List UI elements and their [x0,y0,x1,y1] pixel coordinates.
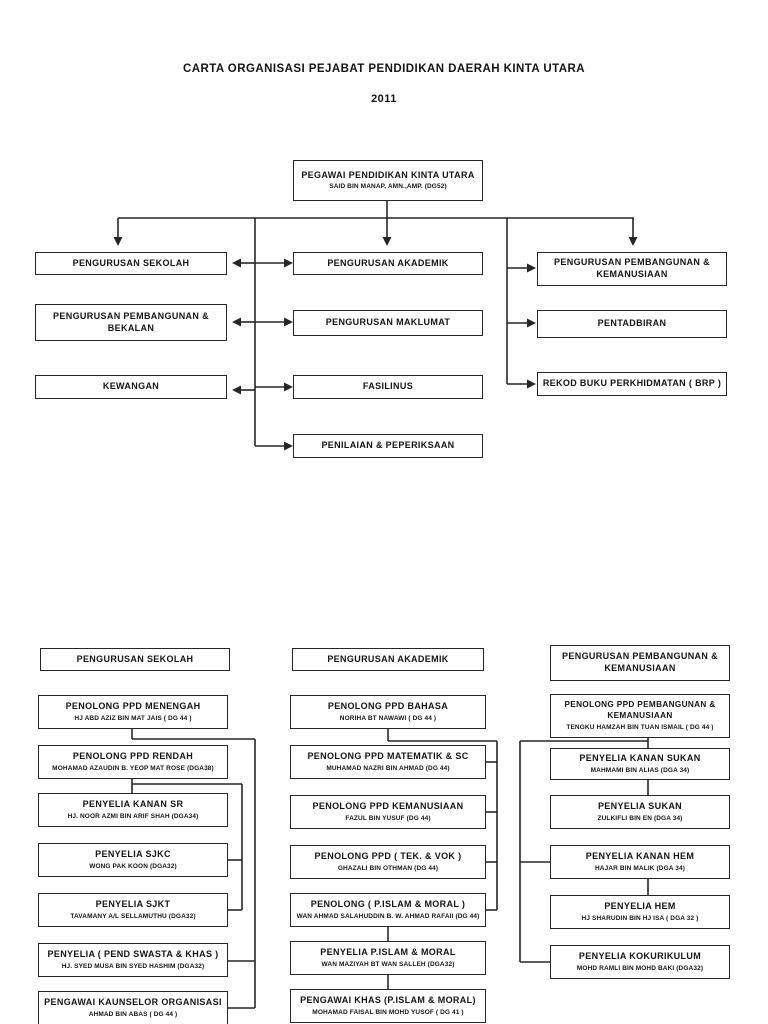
position-title: PENGAWAI KHAS (P.ISLAM & MORAL) [300,995,476,1006]
unit-label: PENGURUSAN AKADEMIK [327,257,449,268]
person-name: MOHAMAD FAISAL BIN MOHD YUSOF ( DG 41 ) [312,1008,464,1016]
person-name: HJ. SYED MUSA BIN SYED HASHIM (DGA32) [61,962,205,970]
org-box-root: PEGAWAI PENDIDIKAN KINTA UTARA SAID BIN … [293,160,483,201]
person-name: AHMAD BIN ABAS ( DG 44 ) [88,1010,178,1018]
org-box-unit-rekod-brp: REKOD BUKU PERKHIDMATAN ( BRP ) [537,372,727,396]
org-box-unit-kewangan: KEWANGAN [35,375,227,399]
unit-label: PENGURUSAN PEMBANGUNAN & KEMANUSIAAN [554,257,710,279]
person-name: WAN AHMAD SALAHUDDIN B. W. AHMAD RAFAII … [296,912,480,920]
person-name: HJ. NOOR AZMI BIN ARIF SHAH (DGA34) [67,812,199,820]
person-name: SAID BIN MANAP, AMN.,AMP. (DG52) [329,183,447,191]
section-header-akademik: PENGURUSAN AKADEMIK [292,648,484,671]
person-name: ZULKIFLI BIN EN (DGA 34) [597,814,683,822]
position-title: PENOLONG ( P.ISLAM & MORAL ) [310,899,466,910]
position-title: PENYELIA KOKURIKULUM [578,951,702,962]
position-title: PENYELIA KANAN HEM [585,851,695,862]
position-title: PENYELIA SJKC [95,849,171,860]
unit-label: PENGURUSAN PEMBANGUNAN & BEKALAN [53,310,209,333]
person-name: GHAZALI BIN OTHMAN (DG 44) [337,864,439,872]
page-title: CARTA ORGANISASI PEJABAT PENDIDIKAN DAER… [182,63,586,75]
person-name: NORIHA BT NAWAWI ( DG 44 ) [339,714,437,722]
page-year: 2011 [371,93,397,105]
position-title: PENYELIA ( PEND SWASTA & KHAS ) [47,949,219,960]
unit-label: PENGURUSAN MAKLUMAT [325,317,451,328]
position-title: PENOLONG PPD MENENGAH [65,701,201,712]
org-box-kaunselor-organisasi: PENGAWAI KAUNSELOR ORGANISASI AHMAD BIN … [38,991,228,1024]
position-title: PENOLONG PPD KEMANUSIAAN [312,801,464,812]
section-header-pembangunan: PENGURUSAN PEMBANGUNAN & KEMANUSIAAN [550,645,730,681]
position-title: PENYELIA KANAN SUKAN [579,753,701,764]
position-title: PENYELIA P.ISLAM & MORAL [320,947,456,958]
org-box-unit-pembangunan-kemanusiaan: PENGURUSAN PEMBANGUNAN & KEMANUSIAAN [537,252,727,286]
person-name: HJ ABD AZIZ BIN MAT JAIS ( DG 44 ) [74,714,192,722]
org-box-penolong-pislam-moral: PENOLONG ( P.ISLAM & MORAL ) WAN AHMAD S… [290,893,486,927]
position-title: PENOLONG PPD PEMBANGUNAN & KEMANUSIAAN [564,700,716,720]
unit-label: PENTADBIRAN [597,318,667,329]
unit-label: REKOD BUKU PERKHIDMATAN ( BRP ) [542,378,722,389]
position-title: PENOLONG PPD RENDAH [72,751,194,762]
org-box-penyelia-swasta-khas: PENYELIA ( PEND SWASTA & KHAS ) HJ. SYED… [38,943,228,977]
org-box-penyelia-hem: PENYELIA HEM HJ SHARUDIN BIN HJ ISA ( DG… [550,895,730,929]
person-name: HJ SHARUDIN BIN HJ ISA ( DGA 32 ) [581,914,699,922]
person-name: WAN MAZIYAH BT WAN SALLEH (DGA32) [321,960,455,968]
org-box-ppd-matematik-sc: PENOLONG PPD MATEMATIK & SC MUHAMAD NAZR… [290,745,486,779]
org-box-unit-pembangunan-bekalan: PENGURUSAN PEMBANGUNAN & BEKALAN [35,304,227,341]
person-name: FAZUL BIN YUSUF (DG 44) [345,814,431,822]
unit-label: KEWANGAN [102,381,160,392]
org-box-penyelia-sukan: PENYELIA SUKAN ZULKIFLI BIN EN (DGA 34) [550,795,730,829]
org-box-ppd-tek-vok: PENOLONG PPD ( TEK. & VOK ) GHAZALI BIN … [290,845,486,879]
position-title: PENOLONG PPD ( TEK. & VOK ) [314,851,462,862]
position-title: PENYELIA SJKT [95,899,171,910]
org-box-penyelia-sjkt: PENYELIA SJKT TAVAMANY A/L SELLAMUTHU (D… [38,893,228,927]
unit-label: PENGURUSAN SEKOLAH [72,257,190,268]
org-box-unit-akademik: PENGURUSAN AKADEMIK [293,252,483,275]
org-box-unit-maklumat: PENGURUSAN MAKLUMAT [293,310,483,336]
person-name: TENGKU HAMZAH BIN TUAN ISMAIL ( DG 44 ) [566,723,714,731]
org-box-unit-fasilinus: FASILINUS [293,375,483,399]
section-header-label: PENGURUSAN PEMBANGUNAN & KEMANUSIAAN [562,651,718,673]
position-title: PEGAWAI PENDIDIKAN KINTA UTARA [301,169,475,180]
section-header-label: PENGURUSAN AKADEMIK [327,653,449,664]
position-title: PENYELIA SUKAN [597,801,683,812]
org-box-penyelia-pislam-moral: PENYELIA P.ISLAM & MORAL WAN MAZIYAH BT … [290,941,486,975]
person-name: MAHMAMI BIN ALIAS (DGA 34) [590,766,690,774]
org-box-ppd-kemanusiaan: PENOLONG PPD KEMANUSIAAN FAZUL BIN YUSUF… [290,795,486,829]
org-box-unit-penilaian: PENILAIAN & PEPERIKSAAN [293,434,483,458]
org-box-pengawai-khas-pislam: PENGAWAI KHAS (P.ISLAM & MORAL) MOHAMAD … [290,989,486,1023]
position-title: PENOLONG PPD MATEMATIK & SC [307,751,469,762]
org-box-penyelia-kanan-sr: PENYELIA KANAN SR HJ. NOOR AZMI BIN ARIF… [38,793,228,827]
position-title: PENYELIA KANAN SR [82,799,184,810]
org-box-penyelia-sjkc: PENYELIA SJKC WONG PAK KOON (DGA32) [38,843,228,877]
person-name: MOHD RAMLI BIN MOHD BAKI (DGA32) [576,964,704,972]
org-box-ppd-rendah: PENOLONG PPD RENDAH MOHAMAD AZAUDIN B. Y… [38,745,228,779]
org-box-penyelia-kanan-sukan: PENYELIA KANAN SUKAN MAHMAMI BIN ALIAS (… [550,748,730,780]
org-box-penyelia-kanan-hem: PENYELIA KANAN HEM HAJAR BIN MALIK (DGA … [550,845,730,879]
person-name: MOHAMAD AZAUDIN B. YEOP MAT ROSE (DGA38) [52,764,214,772]
org-box-penyelia-kokurikulum: PENYELIA KOKURIKULUM MOHD RAMLI BIN MOHD… [550,945,730,979]
position-title: PENGAWAI KAUNSELOR ORGANISASI [44,997,222,1008]
position-title: PENOLONG PPD BAHASA [327,701,449,712]
org-box-unit-pentadbiran: PENTADBIRAN [537,310,727,338]
position-title: PENYELIA HEM [604,901,676,912]
org-box-unit-sekolah: PENGURUSAN SEKOLAH [35,252,227,275]
person-name: WONG PAK KOON (DGA32) [89,862,177,870]
section-header-sekolah: PENGURUSAN SEKOLAH [40,648,230,671]
org-box-ppd-bahasa: PENOLONG PPD BAHASA NORIHA BT NAWAWI ( D… [290,695,486,729]
person-name: HAJAR BIN MALIK (DGA 34) [594,864,686,872]
org-box-ppd-pembangunan: PENOLONG PPD PEMBANGUNAN & KEMANUSIAAN T… [550,694,730,738]
person-name: TAVAMANY A/L SELLAMUTHU (DGA32) [70,912,196,920]
unit-label: FASILINUS [362,381,414,392]
section-header-label: PENGURUSAN SEKOLAH [76,653,194,664]
person-name: MUHAMAD NAZRI BIN AHMAD (DG 44) [326,764,450,772]
org-box-ppd-menengah: PENOLONG PPD MENENGAH HJ ABD AZIZ BIN MA… [38,695,228,729]
unit-label: PENILAIAN & PEPERIKSAAN [321,440,455,451]
